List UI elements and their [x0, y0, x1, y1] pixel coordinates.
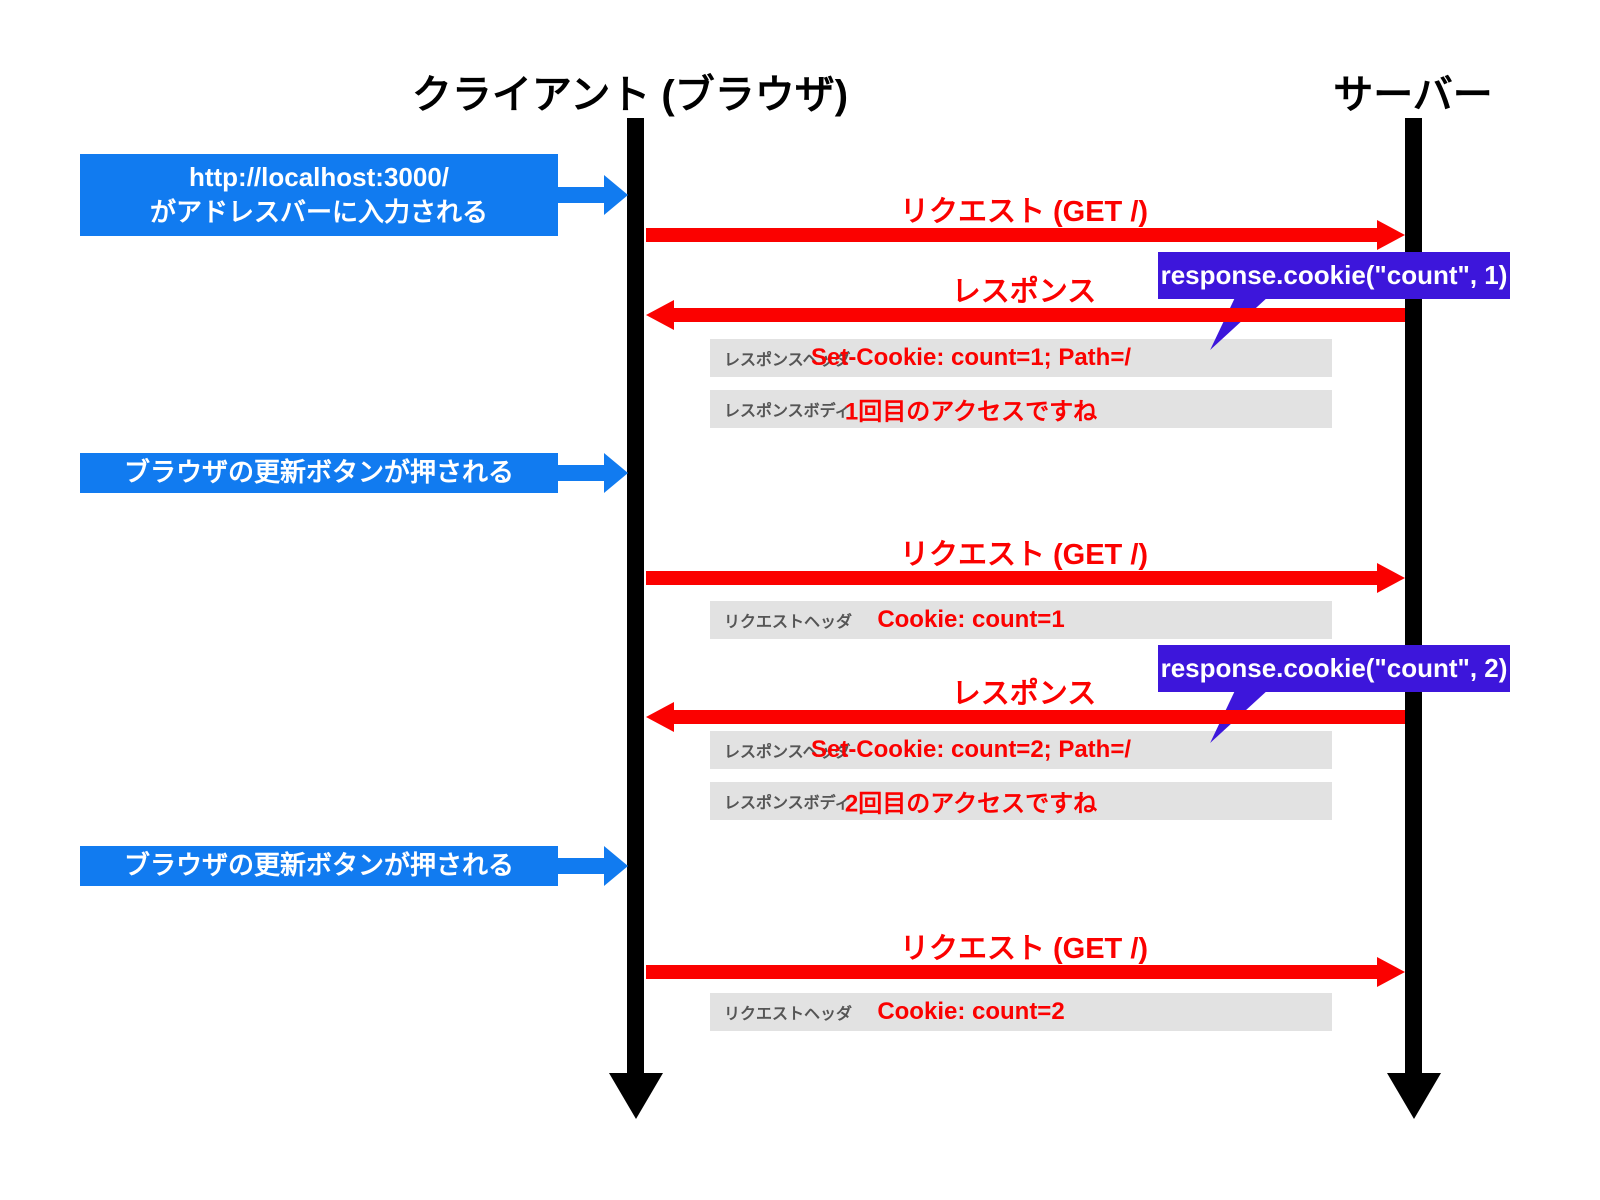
- request1-label: リクエスト (GET /): [899, 196, 1149, 228]
- detail-response1-header-label: レスポンスヘッダ: [724, 352, 851, 369]
- detail-request2-header-label: リクエストヘッダ: [724, 614, 853, 631]
- request3-arrowhead-icon: [1377, 957, 1405, 987]
- detail-response2-body-label: レスポンスボディ: [724, 795, 851, 812]
- request3-arrow-shaft: [646, 965, 1377, 979]
- request2-label: リクエスト (GET /): [899, 539, 1149, 571]
- event-refresh-2-label: ブラウザの更新ボタンが押される: [123, 850, 514, 881]
- event-url-line1: http://localhost:3000/: [188, 161, 450, 192]
- server-participant-title: サーバー: [1333, 73, 1493, 117]
- detail-response2-header-value: Set-Cookie: count=2; Path=/: [810, 736, 1132, 763]
- detail-request3-header-label: リクエストヘッダ: [724, 1006, 853, 1023]
- request2-arrowhead-icon: [1377, 563, 1405, 593]
- detail-request2-header: リクエストヘッダ Cookie: count=1: [710, 601, 1332, 639]
- detail-response1-body-label: レスポンスボディ: [724, 403, 851, 420]
- detail-request2-header-value: Cookie: count=1: [877, 606, 1065, 633]
- server-lifeline-arrowhead-icon: [1387, 1073, 1441, 1119]
- event3-arrow-shaft: [558, 858, 604, 874]
- callout-response-cookie-1: response.cookie("count", 1): [1158, 252, 1510, 299]
- server-lifeline: [1405, 118, 1422, 1075]
- detail-request3-header-value: Cookie: count=2: [877, 998, 1065, 1025]
- detail-response1-header: レスポンスヘッダ Set-Cookie: count=1; Path=/: [710, 339, 1332, 377]
- request3-label: リクエスト (GET /): [899, 933, 1149, 965]
- event1-arrow-shaft: [558, 187, 604, 203]
- detail-response2-header: レスポンスヘッダ Set-Cookie: count=2; Path=/: [710, 731, 1332, 769]
- detail-response2-body: レスポンスボディ 2回目のアクセスですね: [710, 782, 1332, 820]
- event-url-entered: http://localhost:3000/ がアドレスバーに入力される: [80, 154, 558, 236]
- event2-arrowhead-icon: [604, 453, 628, 493]
- response1-arrow-shaft: [674, 308, 1405, 322]
- event-refresh-1-label: ブラウザの更新ボタンが押される: [123, 457, 514, 488]
- response1-label: レスポンス: [951, 276, 1097, 308]
- response2-arrow-shaft: [674, 710, 1405, 724]
- detail-response2-body-value: 2回目のアクセスですね: [844, 790, 1098, 818]
- request1-arrowhead-icon: [1377, 220, 1405, 250]
- event3-arrowhead-icon: [604, 846, 628, 886]
- client-participant-title: クライアント (ブラウザ): [411, 73, 849, 117]
- event-refresh-1: ブラウザの更新ボタンが押される: [80, 453, 558, 493]
- detail-response2-header-label: レスポンスヘッダ: [724, 744, 851, 761]
- response2-label: レスポンス: [951, 678, 1097, 710]
- response2-arrowhead-icon: [646, 702, 674, 732]
- detail-request3-header: リクエストヘッダ Cookie: count=2: [710, 993, 1332, 1031]
- client-lifeline: [627, 118, 644, 1075]
- event1-arrowhead-icon: [604, 175, 628, 215]
- event2-arrow-shaft: [558, 465, 604, 481]
- request1-arrow-shaft: [646, 228, 1377, 242]
- response1-arrowhead-icon: [646, 300, 674, 330]
- detail-response1-header-value: Set-Cookie: count=1; Path=/: [810, 344, 1132, 371]
- event-url-line2: がアドレスバーに入力される: [149, 197, 488, 227]
- callout-response-cookie-2: response.cookie("count", 2): [1158, 645, 1510, 692]
- detail-response1-body: レスポンスボディ 1回目のアクセスですね: [710, 390, 1332, 428]
- client-lifeline-arrowhead-icon: [609, 1073, 663, 1119]
- event-refresh-2: ブラウザの更新ボタンが押される: [80, 846, 558, 886]
- detail-response1-body-value: 1回目のアクセスですね: [844, 398, 1098, 426]
- request2-arrow-shaft: [646, 571, 1377, 585]
